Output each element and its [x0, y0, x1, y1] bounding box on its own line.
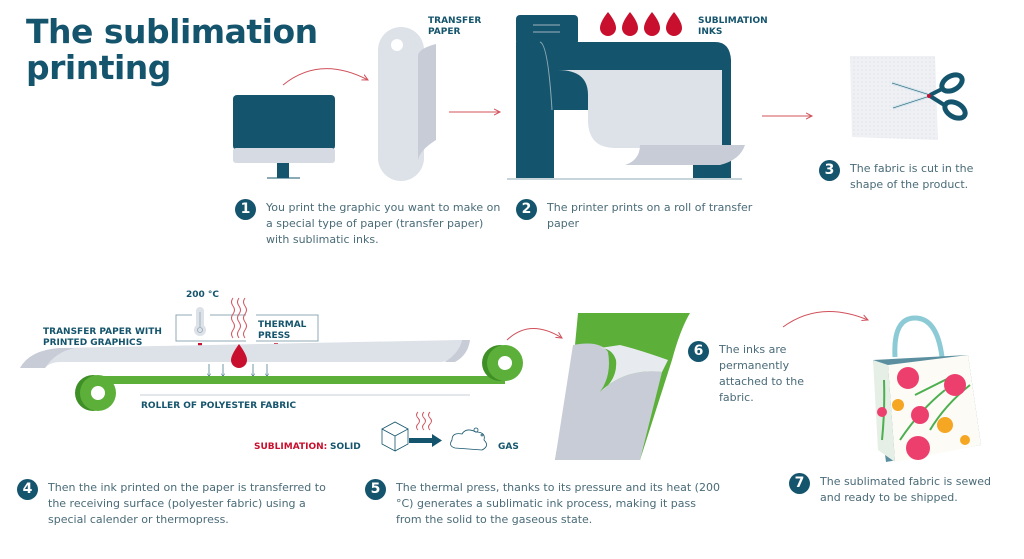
- fabric-roller-left: [75, 375, 116, 411]
- ink-drop-icon: [231, 344, 247, 368]
- step-number-badge: 5: [365, 479, 386, 500]
- label-sublimation-inks: SUBLIMATION INKS: [698, 16, 768, 37]
- title-line-2: printing: [26, 48, 171, 87]
- ink-drop-icon: [600, 12, 616, 36]
- title-line-1: The sublimation: [26, 12, 318, 51]
- curved-arrow-6: [782, 311, 868, 328]
- monitor-icon: [233, 95, 335, 179]
- step-description: The printer prints on a roll of transfer…: [547, 201, 753, 230]
- label-transfer-paper: TRANSFER PAPER: [428, 16, 482, 37]
- arrow-right-icon: [409, 434, 442, 447]
- step-2: 2 The printer prints on a roll of transf…: [516, 199, 756, 232]
- curved-arrow-1: [282, 68, 368, 86]
- step-5: 5 The thermal press, thanks to its press…: [365, 479, 725, 528]
- step-description: The thermal press, thanks to its pressur…: [396, 481, 720, 526]
- label-roller: ROLLER OF POLYESTER FABRIC: [141, 401, 297, 411]
- step-description: The fabric is cut in the shape of the pr…: [850, 162, 974, 191]
- thermal-press: [175, 297, 319, 356]
- step-7: 7 The sublimated fabric is sewed and rea…: [789, 473, 1009, 506]
- step-number-badge: 6: [688, 341, 709, 362]
- ink-drop-icon: [666, 12, 682, 36]
- printer-icon: [507, 15, 745, 180]
- fabric-sheet-icon: [555, 313, 690, 460]
- step-number-badge: 3: [819, 160, 840, 181]
- pressure-arrows: [209, 364, 267, 376]
- page-title: The sublimation printing: [26, 14, 318, 86]
- fabric-roller-right: [482, 345, 523, 381]
- step-number-badge: 1: [235, 199, 256, 220]
- heat-waves-icon: [231, 297, 247, 339]
- step-number-badge: 7: [789, 473, 810, 494]
- label-sublimation: SUBLIMATION:: [254, 442, 328, 452]
- label-transfer-paper-graphics: TRANSFER PAPER WITH PRINTED GRAPHICS: [43, 327, 162, 348]
- step-1: 1 You print the graphic you want to make…: [235, 199, 505, 248]
- step-4: 4 Then the ink printed on the paper is t…: [17, 479, 337, 528]
- step-number-badge: 4: [17, 479, 38, 500]
- tote-bag-icon: [873, 315, 981, 462]
- cube-icon: [381, 421, 409, 452]
- scissors-icon: [850, 56, 968, 140]
- paper-roll-icon: [378, 27, 436, 181]
- step-6: 6 The inks are permanently attached to t…: [688, 341, 838, 406]
- bag-flowers: [877, 367, 970, 460]
- step-number-badge: 2: [516, 199, 537, 220]
- step-description: You print the graphic you want to make o…: [266, 201, 501, 246]
- label-gas: GAS: [498, 442, 519, 452]
- step-description: The sublimated fabric is sewed and ready…: [820, 475, 992, 504]
- ink-drop-icon: [644, 12, 660, 36]
- thermometer-icon: [194, 307, 206, 336]
- curved-arrow-5: [506, 328, 562, 341]
- label-solid: SOLID: [330, 442, 361, 452]
- label-thermal-press: THERMAL PRESS: [258, 320, 307, 341]
- label-temperature: 200 °C: [186, 290, 220, 300]
- heat-waves-icon: [416, 411, 432, 431]
- ink-drops: [600, 12, 682, 36]
- cloud-icon: [450, 427, 487, 451]
- step-description: The inks are permanently attached to the…: [719, 343, 804, 404]
- step-description: Then the ink printed on the paper is tra…: [48, 481, 326, 526]
- ink-drop-icon: [622, 12, 638, 36]
- polyester-fabric-strip: [95, 376, 505, 384]
- step-3: 3 The fabric is cut in the shape of the …: [819, 160, 1009, 193]
